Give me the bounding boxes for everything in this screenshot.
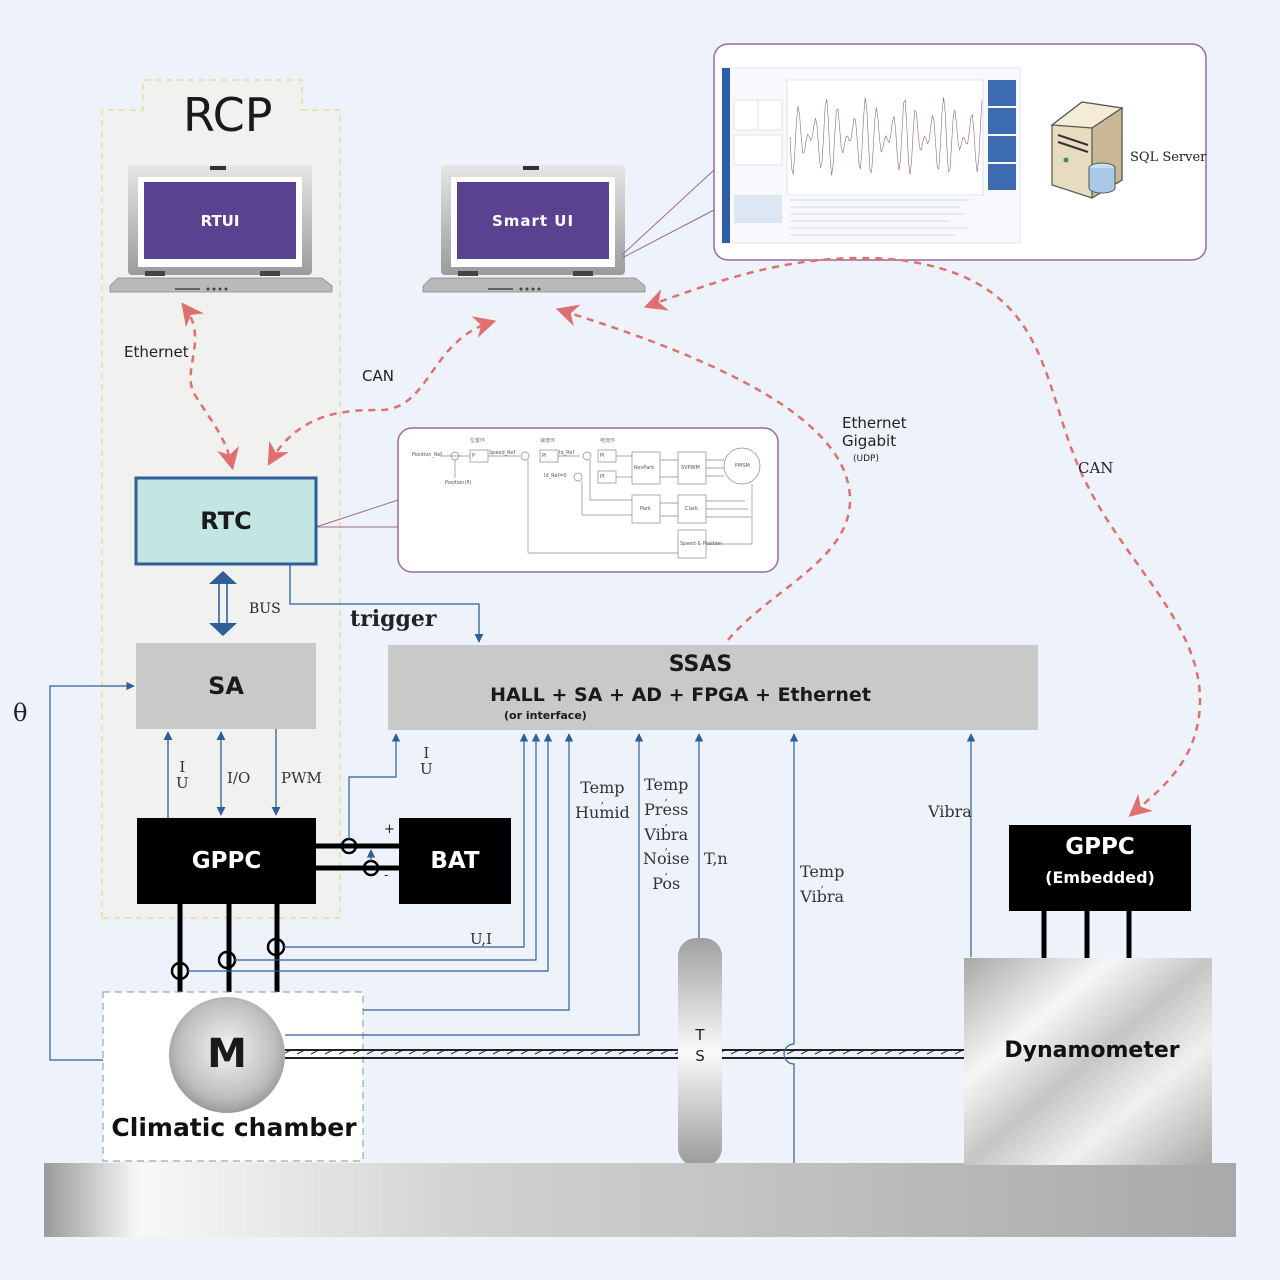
- cd-block: RevPark: [634, 465, 655, 471]
- cd-input: Position(fl): [445, 480, 472, 486]
- ethernet-gigabit-label-1: Ethernet: [842, 414, 907, 432]
- vibra-label: Vibra: [928, 802, 972, 821]
- sensor-group-item: Vibra: [644, 824, 689, 844]
- sa-iu-label: I U: [176, 758, 189, 792]
- gppc-embedded-block: [1009, 825, 1191, 911]
- dynamometer-label[interactable]: Dynamometer: [1004, 1038, 1180, 1063]
- temp-vibra-label: Temp , Vibra: [800, 862, 845, 906]
- cd-input: Iq_Ref: [559, 450, 575, 456]
- cd-input: Position_Ref: [412, 452, 443, 458]
- shaft: [285, 1049, 965, 1059]
- bus-arrow: [209, 571, 237, 636]
- tn-label: T,n: [704, 849, 728, 868]
- pwm-label: PWM: [281, 769, 322, 787]
- temp-humid-item: Temp: [580, 778, 625, 797]
- sensor-group-item: Press: [644, 799, 689, 819]
- rtc-label[interactable]: RTC: [200, 507, 252, 535]
- ssas-subtitle: HALL + SA + AD + FPGA + Ethernet: [490, 684, 871, 706]
- sa-iu-top: I: [179, 758, 186, 776]
- ssas-title[interactable]: SSAS: [668, 652, 733, 677]
- gppc-label[interactable]: GPPC: [191, 848, 262, 874]
- temp-vibra-item: Vibra: [800, 886, 845, 906]
- cd-block: Park: [640, 506, 651, 512]
- cd-stage: 位置环: [470, 438, 486, 444]
- laptop-smart-ui: [422, 165, 646, 293]
- ssas-note: (or interface): [504, 709, 587, 722]
- cd-block: SVPWM: [681, 465, 700, 471]
- sa-label[interactable]: SA: [208, 672, 244, 700]
- sensor-group-item: Noise: [643, 849, 690, 869]
- cd-block: PI: [600, 474, 605, 480]
- temp-humid-label: Temp , Humid: [575, 778, 630, 822]
- cd-stage: 电流环: [600, 438, 616, 444]
- dashboard-thumbnail: [721, 67, 1021, 244]
- torque-sensor: [678, 938, 722, 1166]
- bat-iu-label: I U: [420, 744, 433, 778]
- bat-iu-top: I: [423, 744, 430, 762]
- sa-block: [136, 643, 316, 729]
- cd-block: Clark: [685, 506, 698, 512]
- torque-sensor-t: T: [695, 1026, 705, 1044]
- trigger-label: trigger: [350, 606, 437, 632]
- cd-block: Speed & Position: [680, 541, 723, 547]
- ethernet-gigabit-label-2: Gigabit: [842, 432, 897, 450]
- rcp-title: RCP: [183, 88, 273, 142]
- cd-block: P: [472, 453, 476, 459]
- can-label-left: CAN: [362, 367, 394, 385]
- rtui-screen-label[interactable]: RTUI: [200, 211, 240, 230]
- sensor-group-item: Pos: [652, 874, 681, 894]
- cd-stage: 速度环: [540, 438, 556, 444]
- gppc-block: [137, 818, 316, 904]
- theta-label: θ: [13, 699, 28, 727]
- ethernet-link: [181, 302, 240, 471]
- bat-iu-bottom: U: [420, 759, 433, 778]
- motor-label[interactable]: M: [207, 1031, 247, 1077]
- smart-ui-screen-label[interactable]: Smart UI: [491, 211, 575, 230]
- motor: [169, 997, 285, 1113]
- gppc-embedded-sub: (Embedded): [1045, 868, 1155, 887]
- cd-block: PMSM: [735, 463, 750, 469]
- ethernet-label: Ethernet: [124, 343, 189, 361]
- bus-label: BUS: [249, 601, 281, 617]
- minus-label: -: [384, 868, 389, 882]
- ui-label: U,I: [470, 930, 492, 948]
- thumbnail-waveform: [789, 97, 983, 176]
- rtc-block: [134, 476, 318, 566]
- temp-humid-item: Humid: [575, 802, 630, 822]
- sensor-group-label: Temp , Press , Vibra , Noise , Pos: [643, 775, 690, 894]
- sensor-group-item: Temp: [644, 775, 689, 794]
- cd-input: Id_Ref=0: [544, 473, 567, 479]
- laptop-rtui: [109, 165, 333, 293]
- can-link-left: [267, 316, 497, 466]
- sql-server-icon: [1050, 101, 1124, 200]
- gppc-embedded-title[interactable]: GPPC: [1065, 834, 1135, 860]
- temp-vibra-item: Temp: [800, 862, 845, 881]
- torque-sensor-s: S: [695, 1047, 705, 1065]
- climatic-chamber-label: Climatic chamber: [111, 1113, 357, 1142]
- trigger-line: [289, 564, 484, 643]
- sql-server-label: SQL Server: [1130, 150, 1207, 165]
- cd-block: PI: [542, 453, 547, 459]
- bat-label[interactable]: BAT: [430, 848, 480, 874]
- plus-label: +: [384, 822, 395, 837]
- udp-label: (UDP): [853, 454, 879, 464]
- bat-block: [399, 818, 511, 904]
- sa-iu-bottom: U: [176, 773, 189, 792]
- dynamometer: [964, 958, 1212, 1165]
- can-label-right: CAN: [1078, 459, 1114, 477]
- cd-input: Speed_Ref: [489, 450, 516, 456]
- cd-block: PI: [600, 453, 605, 459]
- io-label: I/O: [227, 769, 251, 787]
- control-diagram-callout: [397, 427, 779, 573]
- base-platform: [44, 1163, 1236, 1237]
